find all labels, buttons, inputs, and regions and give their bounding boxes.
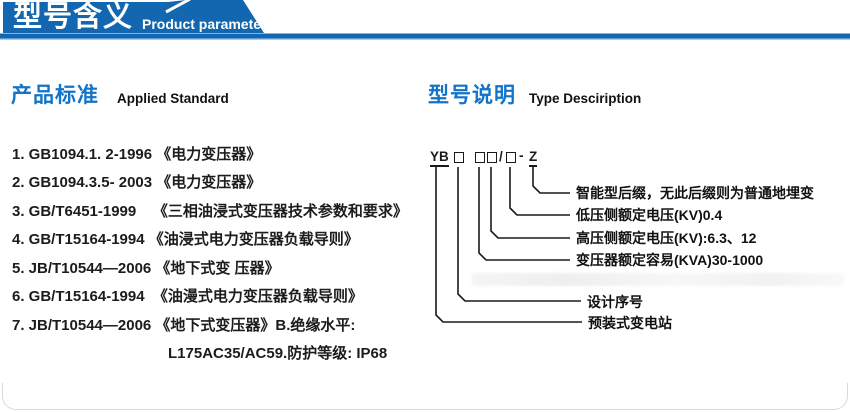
model-code-box-4 (506, 152, 516, 163)
header-banner-shape (0, 0, 850, 40)
standard-item-2: 2. GB1094.3.5- 2003 《电力变压器》 (12, 174, 262, 192)
applied-standard-heading-cn: 产品标准 (11, 84, 99, 107)
standard-item-5: 5. JB/T10544—2006 《地下式变 压器》 (12, 259, 280, 277)
model-code-box-1 (454, 152, 464, 163)
card-bottom-edge (2, 383, 848, 410)
model-code-box-2 (475, 152, 485, 163)
standards-list: 1. GB1094.1. 2-1996 《电力变压器》 2. GB1094.3.… (12, 141, 432, 369)
connector-capacity (478, 167, 570, 261)
model-code-slash: / (499, 149, 503, 164)
header-thin-bar-light-edge (0, 38, 850, 40)
model-code-box-3 (487, 152, 497, 163)
applied-standard-heading-en: Applied Standard (117, 91, 229, 106)
header-diagonal-slit (165, 0, 191, 14)
connector-prefab-station (435, 167, 582, 323)
model-code-dash: - (519, 148, 524, 163)
type-description-heading-en: Type Desciription (529, 91, 642, 106)
header-title-en: Product parameters (142, 16, 275, 32)
label-capacity: 变压器额定容易(KVA)30-1000 (576, 252, 764, 268)
label-lv-voltage: 低压侧额定电压(KV)0.4 (576, 207, 723, 223)
standard-item-1: 1. GB1094.1. 2-1996 《电力变压器》 (12, 146, 262, 163)
type-description-heading-cn: 型号说明 (428, 84, 516, 107)
label-smart-suffix: 智能型后缀，无此后缀则为普通地埋变 (576, 185, 814, 201)
connector-hv-voltage (490, 167, 570, 239)
connector-lv-voltage (509, 167, 570, 216)
faint-ghost-artifact (472, 273, 844, 286)
standard-item-4: 4. GB/T15164-1994 《油浸式电力变压器负载导则》 (12, 231, 359, 249)
header-thin-bar (0, 33, 850, 40)
label-prefab-station: 预装式变电站 (588, 315, 672, 331)
model-code-suffix: Z (529, 149, 538, 167)
label-hv-voltage: 高压侧额定电压(KV):6.3、12 (576, 230, 757, 246)
header-title-cn: 型号含义 (13, 1, 134, 33)
standard-item-7: 7. JB/T10544—2006 《地下式变压器》B.绝缘水平: (12, 316, 356, 334)
label-design-serial: 设计序号 (587, 294, 643, 310)
connector-smart-suffix (532, 167, 570, 194)
standard-item-6: 6. GB/T15164-1994 《油漫式电力变压器负载导则》 (12, 288, 363, 306)
model-code-prefix: YB (430, 149, 449, 167)
header-main-polygon (3, 0, 264, 33)
standard-item-7-continuation: L175AC35/AC59.防护等级: IP68 (168, 345, 388, 363)
standard-item-3: 3. GB/T6451-1999 《三相油浸式变压器技术参数和要求》 (12, 202, 408, 220)
